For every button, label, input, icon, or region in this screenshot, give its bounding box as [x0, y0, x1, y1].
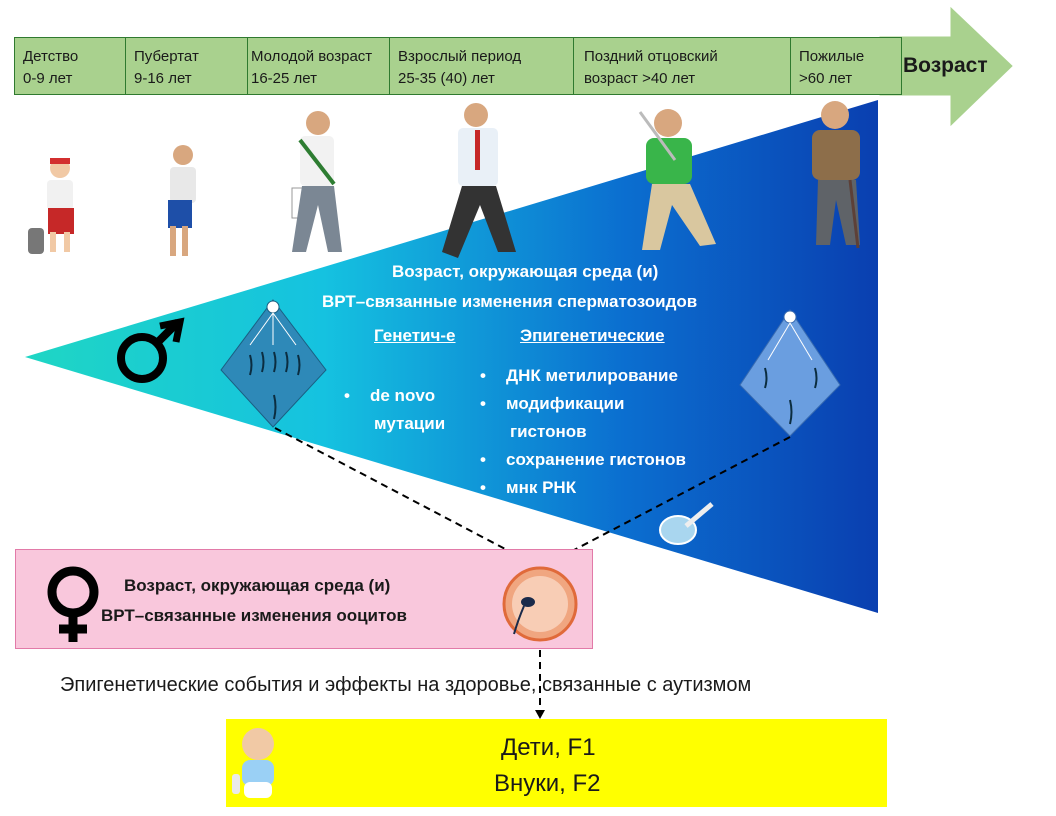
stage-young-adult: Молодой возраст 16-25 лет	[247, 37, 390, 95]
stage-range: 0-9 лет	[23, 70, 73, 87]
epigenetic-header: Эпигенетические	[520, 326, 665, 345]
age-axis-label: Возраст	[903, 54, 988, 77]
teen-figure-icon	[168, 145, 196, 256]
stage-name: Детство	[23, 48, 79, 65]
child-figure-icon	[28, 158, 74, 254]
stage-range: >60 лет	[799, 70, 853, 87]
oocyte-text-line1: Возраст, окружающая среда (и)	[124, 576, 391, 595]
epigenetic-item: мнк РНК	[476, 474, 686, 502]
epigenetic-item-continued: гистонов	[510, 422, 587, 441]
stage-elderly: Пожилые >60 лет	[790, 37, 902, 95]
stage-range: возраст >40 лет	[584, 70, 696, 87]
offspring-box	[226, 719, 887, 807]
stage-name: Пубертат	[134, 48, 199, 65]
oocyte-changes-box	[15, 549, 593, 649]
stage-childhood: Детство 0-9 лет	[14, 37, 126, 95]
stage-range: 9-16 лет	[134, 70, 192, 87]
outcome-statement: Эпигенетические события и эффекты на здо…	[60, 674, 752, 696]
female-symbol-icon	[47, 566, 99, 642]
age-arrow	[879, 6, 1013, 127]
elderly-man-figure-icon	[812, 101, 860, 249]
wedge-shape	[25, 100, 878, 613]
epigenetic-item: ДНК метилирование	[476, 362, 686, 390]
adult-man-figure-icon	[442, 103, 516, 258]
genetic-list: de novo мутации	[340, 382, 445, 438]
stage-name: Поздний отцовский	[584, 48, 718, 65]
late-father-figure-icon	[638, 109, 716, 250]
spermatogenesis-diagram-right	[739, 309, 841, 437]
dashed-arrow-down	[535, 650, 545, 719]
age-timeline: Детство 0-9 лет Пубертат 9-16 лет Молодо…	[14, 37, 902, 95]
baby-icon	[232, 728, 274, 798]
offspring-f2: Внуки, F2	[494, 770, 601, 797]
offspring-f1: Дети, F1	[501, 734, 596, 761]
stage-late-paternal: Поздний отцовский возраст >40 лет	[573, 37, 791, 95]
epigenetic-item: модификации	[476, 390, 686, 418]
stage-name: Молодой возраст	[251, 48, 373, 65]
stage-range: 16-25 лет	[251, 70, 317, 87]
sperm-title-line1: Возраст, окружающая среда (и)	[392, 262, 659, 281]
icsi-dish-icon	[659, 502, 714, 545]
genetic-item: de novo	[340, 382, 445, 410]
sperm-title-line2: ВРТ–связанные изменения сперматозоидов	[322, 292, 698, 311]
genetic-item-continued: мутации	[374, 414, 446, 433]
epigenetic-item: сохранение гистонов	[476, 446, 686, 474]
oocyte-text-line2: ВРТ–связанные изменения ооцитов	[101, 606, 407, 625]
stage-name: Взрослый период	[398, 48, 522, 65]
male-symbol-icon	[117, 317, 185, 383]
stage-adult: Взрослый период 25-35 (40) лет	[389, 37, 574, 95]
spermatogenesis-diagram-left	[220, 299, 327, 428]
young-man-figure-icon	[291, 111, 342, 252]
epigenetic-list: ДНК метилирование модификации гистонов с…	[476, 362, 686, 502]
genetic-header: Генетич-е	[374, 326, 456, 345]
fertilized-egg-icon	[502, 566, 578, 642]
stage-range: 25-35 (40) лет	[398, 70, 495, 87]
stage-name: Пожилые	[799, 48, 865, 65]
